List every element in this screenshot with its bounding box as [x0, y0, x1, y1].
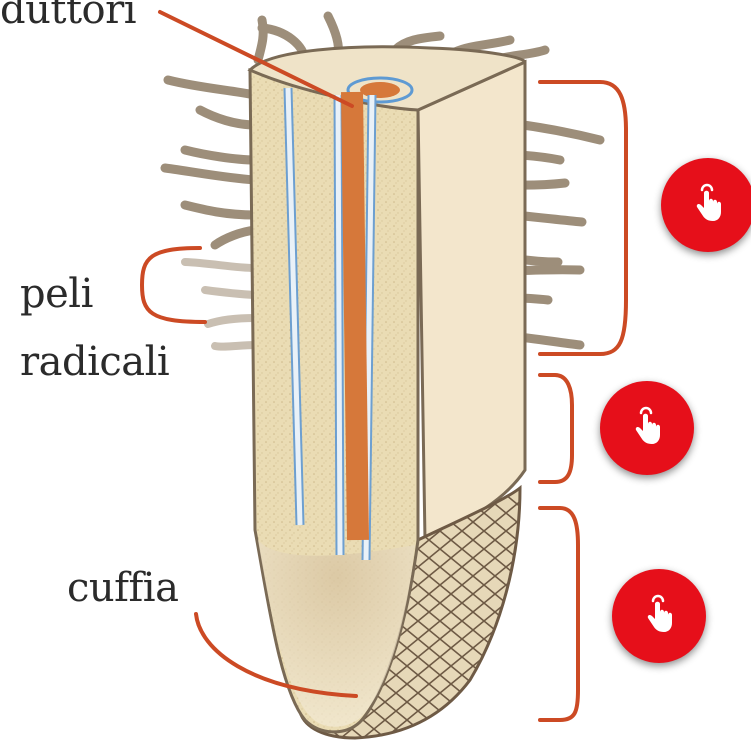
- root-hairs-faded: [185, 262, 255, 347]
- label-duttori: duttori: [0, 0, 136, 32]
- hotspot-zone-top-button[interactable]: [661, 158, 751, 252]
- hotspot-zone-middle-button[interactable]: [600, 381, 694, 475]
- tap-hand-icon: [637, 594, 681, 638]
- tap-hand-icon: [686, 183, 730, 227]
- root-outer-surface: [418, 62, 525, 540]
- vascular-core: [360, 82, 400, 98]
- bracket-zone-middle: [540, 375, 572, 482]
- tap-hand-icon: [625, 406, 669, 450]
- label-peli: peli: [20, 272, 93, 316]
- label-cuffia: cuffia: [67, 566, 178, 610]
- label-radicali: radicali: [20, 340, 169, 384]
- bracket-zone-bottom: [540, 508, 578, 720]
- hotspot-zone-bottom-button[interactable]: [612, 569, 706, 663]
